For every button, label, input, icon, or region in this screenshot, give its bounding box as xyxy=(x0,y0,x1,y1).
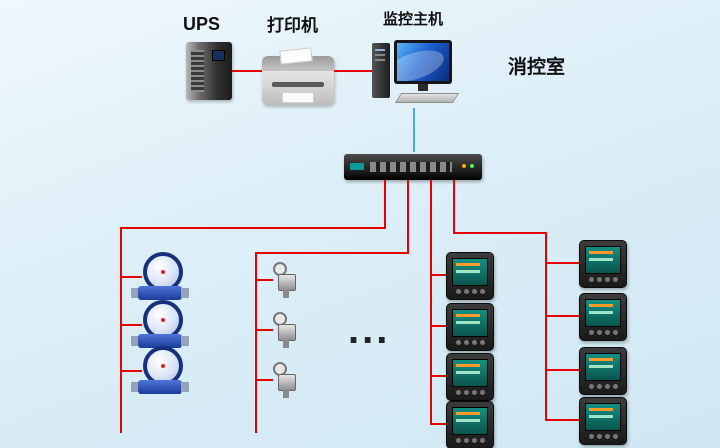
ups-icon xyxy=(186,42,232,100)
water-meter-dial-icon xyxy=(143,346,183,386)
ellipsis-label: ... xyxy=(348,308,391,352)
cable-stub-pm-r2 xyxy=(545,315,579,317)
switch-icon xyxy=(344,154,482,180)
power-meter-icon xyxy=(446,353,494,401)
cable-stub-pm-r3 xyxy=(545,369,579,371)
water-meter-body-icon xyxy=(138,334,182,348)
cable-printer-host xyxy=(334,70,372,72)
cable-bus-left xyxy=(120,227,122,433)
ups-label: UPS xyxy=(183,14,221,34)
valve-body-icon xyxy=(278,374,296,391)
water-meter-icon xyxy=(131,346,189,396)
cable-stub-pm-l2 xyxy=(430,325,446,327)
cable-stub-pm-l4 xyxy=(430,423,446,425)
monitor-icon xyxy=(394,40,452,91)
cable-drop-2 xyxy=(407,180,409,253)
cable-stub-pm-l3 xyxy=(430,375,446,377)
host-computer-icon xyxy=(372,40,464,106)
printer-output-paper-icon xyxy=(282,92,314,103)
cable-stub-valve-1 xyxy=(255,279,273,281)
water-meter-body-icon xyxy=(138,286,182,300)
cable-stub-valve-3 xyxy=(255,379,273,381)
cable-stub-wm-1 xyxy=(120,276,142,278)
cable-uplink xyxy=(413,108,415,152)
printer-label: 打印机 xyxy=(267,16,318,35)
water-meter-icon xyxy=(131,252,189,302)
cable-branch-col2 xyxy=(255,252,409,254)
power-meter-icon xyxy=(579,240,627,288)
power-meter-icon xyxy=(446,252,494,300)
cable-branch-right xyxy=(453,232,547,234)
cable-stub-pm-r4 xyxy=(545,419,579,421)
cable-bus-col2 xyxy=(255,252,257,433)
power-meter-icon xyxy=(579,293,627,341)
power-meter-icon xyxy=(579,347,627,395)
cable-ups-printer xyxy=(232,70,262,72)
host-label: 监控主机 xyxy=(383,11,444,28)
cable-branch-left xyxy=(120,227,386,229)
valve-device-icon xyxy=(271,312,301,348)
valve-body-icon xyxy=(278,324,296,341)
power-meter-icon xyxy=(579,397,627,445)
power-meter-screen-icon xyxy=(452,258,488,286)
power-meter-icon xyxy=(446,303,494,351)
power-meter-screen-icon xyxy=(585,299,621,327)
power-meter-screen-icon xyxy=(452,407,488,435)
cable-stub-valve-2 xyxy=(255,329,273,331)
switch-ports-icon xyxy=(370,162,452,172)
water-meter-body-icon xyxy=(138,380,182,394)
power-meter-screen-icon xyxy=(585,246,621,274)
cable-stub-wm-2 xyxy=(120,324,142,326)
cable-bus-col3 xyxy=(430,180,432,424)
keyboard-icon xyxy=(394,93,460,103)
cable-drop-1 xyxy=(384,180,386,228)
power-meter-icon xyxy=(446,401,494,448)
power-meter-screen-icon xyxy=(452,309,488,337)
valve-body-icon xyxy=(278,274,296,291)
monitor-screen-icon xyxy=(397,43,449,81)
cable-stub-pm-r1 xyxy=(545,262,579,264)
valve-device-icon xyxy=(271,362,301,398)
control-room-label: 消控室 xyxy=(508,57,566,78)
power-meter-screen-icon xyxy=(585,403,621,431)
printer-paper-icon xyxy=(279,47,313,65)
printer-icon xyxy=(262,47,334,105)
power-meter-screen-icon xyxy=(452,359,488,387)
cable-bus-right xyxy=(545,232,547,421)
cable-stub-pm-l1 xyxy=(430,274,446,276)
power-meter-screen-icon xyxy=(585,353,621,381)
cable-drop-4 xyxy=(453,180,455,233)
cable-stub-wm-3 xyxy=(120,370,142,372)
water-meter-icon xyxy=(131,300,189,350)
computer-tower-icon xyxy=(372,43,390,98)
valve-device-icon xyxy=(271,262,301,298)
